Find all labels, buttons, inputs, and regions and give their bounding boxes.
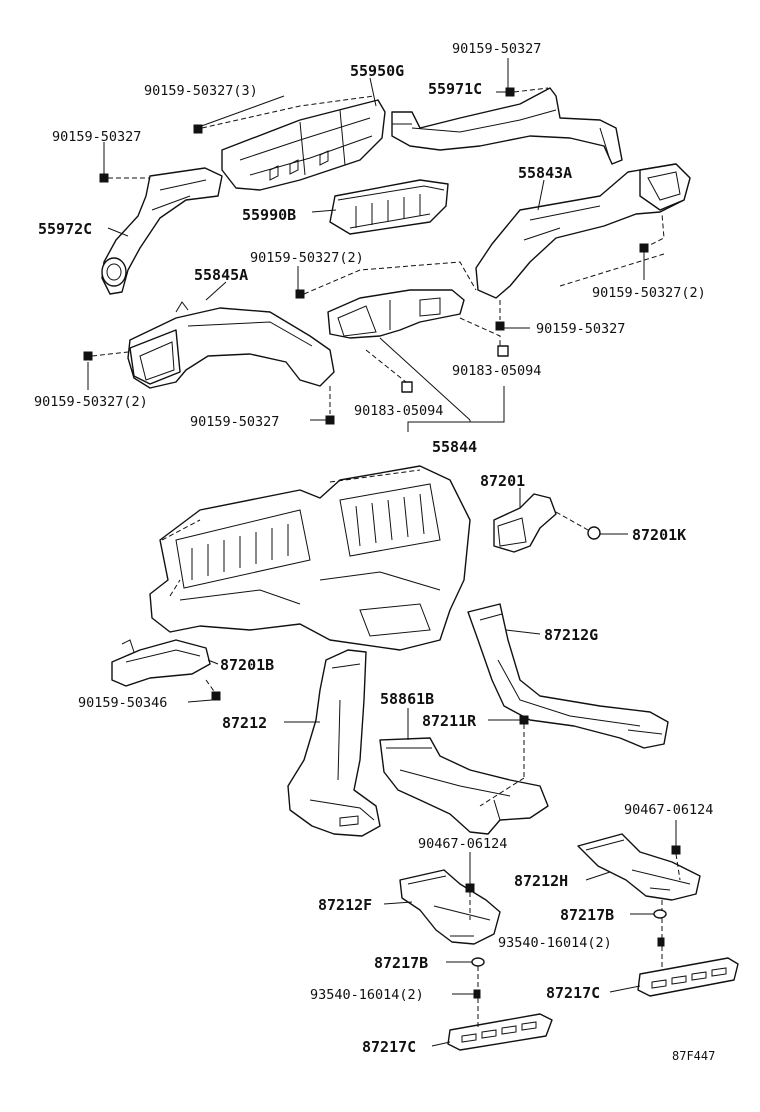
label-93540-16014-b: 93540-16014(2) <box>310 987 424 1003</box>
clip-icon <box>653 909 667 919</box>
label-55845A: 55845A <box>194 266 248 284</box>
part-87212 <box>287 649 381 837</box>
label-87201: 87201 <box>480 472 525 490</box>
bolt-icon <box>473 989 481 999</box>
label-87212H: 87212H <box>514 872 568 890</box>
part-55971C <box>391 87 623 165</box>
label-55844: 55844 <box>432 438 477 456</box>
bolt-icon <box>505 87 515 97</box>
clip-icon <box>471 957 485 967</box>
clip-icon <box>497 345 509 357</box>
bolt-icon <box>671 845 681 855</box>
label-87201K: 87201K <box>632 526 686 544</box>
part-87217C-left <box>447 1013 553 1051</box>
label-90159-50327-2a: 90159-50327(2) <box>250 250 364 266</box>
label-90159-50327-2b: 90159-50327(2) <box>592 285 706 301</box>
label-90183-05094-a: 90183-05094 <box>452 363 541 379</box>
label-90159-50327-2c: 90159-50327(2) <box>34 394 148 410</box>
reference-code: 87F447 <box>672 1049 715 1063</box>
label-87212F: 87212F <box>318 896 372 914</box>
leader-lines <box>87 58 681 1047</box>
part-55950G <box>221 99 386 191</box>
label-87217C-b: 87217C <box>362 1038 416 1056</box>
part-55843A <box>475 163 691 299</box>
part-labels: 90159-50327 55950G 90159-50327(3) 55971C… <box>34 41 715 1063</box>
bolt-icon <box>519 715 529 725</box>
part-87212G <box>467 603 669 749</box>
bolt-icon <box>465 883 475 893</box>
label-55843A: 55843A <box>518 164 572 182</box>
label-90159-50327-a: 90159-50327 <box>452 41 541 57</box>
label-93540-16014-a: 93540-16014(2) <box>498 935 612 951</box>
label-90159-50346: 90159-50346 <box>78 695 167 711</box>
label-90183-05094-b: 90183-05094 <box>354 403 443 419</box>
bolt-icon <box>99 173 109 183</box>
clip-icon <box>587 526 601 540</box>
part-87217C-right <box>637 957 739 997</box>
label-55971C: 55971C <box>428 80 482 98</box>
label-90159-50327-3: 90159-50327(3) <box>144 83 258 99</box>
clip-icon <box>401 381 413 393</box>
part-87201B <box>111 639 211 687</box>
part-55844 <box>327 289 465 339</box>
label-55972C: 55972C <box>38 220 92 238</box>
part-55845A <box>127 301 335 389</box>
label-87201B: 87201B <box>220 656 274 674</box>
part-hvac-unit <box>149 465 471 651</box>
fasteners <box>83 87 681 999</box>
label-90467-06124-b: 90467-06124 <box>418 836 507 852</box>
part-55972C <box>101 167 223 295</box>
part-87212H <box>577 833 701 901</box>
label-90159-50327-d: 90159-50327 <box>190 414 279 430</box>
label-87211R: 87211R <box>422 712 477 730</box>
label-90159-50327-b: 90159-50327 <box>52 129 141 145</box>
label-87212: 87212 <box>222 714 267 732</box>
label-90467-06124-a: 90467-06124 <box>624 802 713 818</box>
label-87217B-a: 87217B <box>560 906 614 924</box>
label-55990B: 55990B <box>242 206 296 224</box>
label-55950G: 55950G <box>350 62 404 80</box>
part-87201 <box>493 493 557 553</box>
bolt-icon <box>325 415 335 425</box>
bolt-icon <box>495 321 505 331</box>
part-55990B <box>329 179 449 235</box>
label-87217C-a: 87217C <box>546 984 600 1002</box>
bolt-icon <box>657 937 665 947</box>
label-87212G: 87212G <box>544 626 598 644</box>
label-58861B: 58861B <box>380 690 434 708</box>
label-90159-50327-c: 90159-50327 <box>536 321 625 337</box>
bolt-icon <box>211 691 221 701</box>
part-58861B <box>379 737 549 835</box>
part-87212F <box>399 869 501 945</box>
bolt-icon <box>295 289 305 299</box>
label-87217B-b: 87217B <box>374 954 428 972</box>
bolt-icon <box>83 351 93 361</box>
